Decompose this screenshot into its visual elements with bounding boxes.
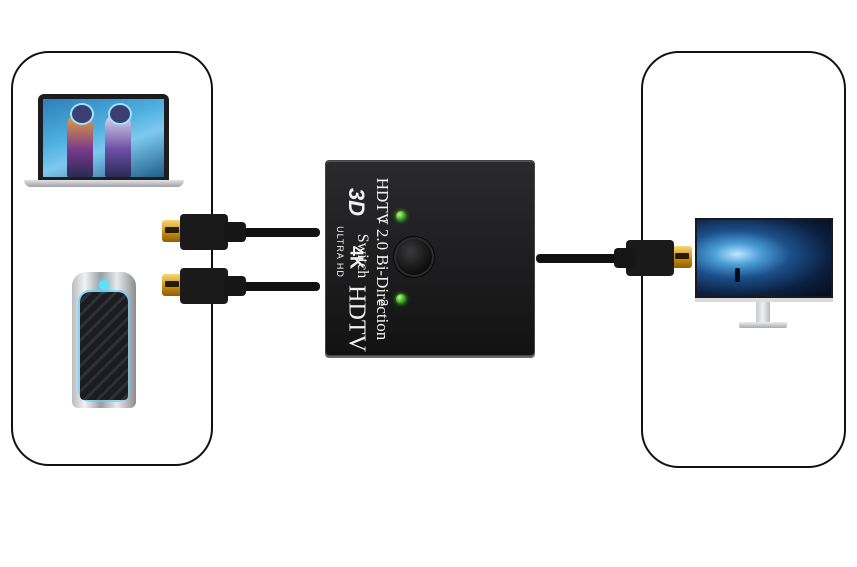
port-1-label: 1 [376, 216, 392, 225]
laptop-icon [24, 94, 184, 188]
laptop-lid [38, 94, 169, 180]
monitor-foot [739, 322, 787, 328]
hdmi-plug-icon [162, 268, 246, 304]
monitor-wallpaper [697, 220, 831, 296]
hdmi-plug-icon [614, 240, 692, 276]
port-1-led [396, 211, 406, 221]
switch-title: HDTV 2.0 Bi-Direction [373, 177, 392, 341]
brand-label: HDTV [343, 285, 370, 352]
monitor-stand [756, 302, 770, 324]
game-character-right [105, 103, 132, 177]
hdmi-plug-icon [162, 214, 246, 250]
game-character-left [67, 103, 94, 177]
pc-power-light [99, 280, 109, 290]
hdmi-switch-box: HDTV 2.0 Bi-Direction Switch 3D 4K ULTRA… [325, 160, 535, 356]
hdmi-cable-input-1 [238, 228, 320, 237]
port-2-led [396, 294, 406, 304]
wallpaper-figure [735, 268, 740, 282]
badge-4k: 4K [346, 245, 367, 269]
hdmi-cable-output [536, 254, 620, 263]
badge-ultra-hd: ULTRA HD [335, 226, 345, 278]
monitor-icon [695, 218, 833, 330]
hdmi-cable-input-2 [238, 282, 320, 291]
pc-tower-icon [72, 272, 136, 408]
monitor-chin [695, 298, 833, 302]
port-2-label: 2 [376, 298, 392, 307]
pc-front-panel [80, 292, 128, 400]
badge-3d: 3D [344, 187, 369, 217]
monitor-screen [695, 218, 833, 298]
switch-select-button[interactable] [394, 237, 434, 277]
laptop-screen [43, 99, 164, 177]
laptop-base [24, 180, 184, 187]
